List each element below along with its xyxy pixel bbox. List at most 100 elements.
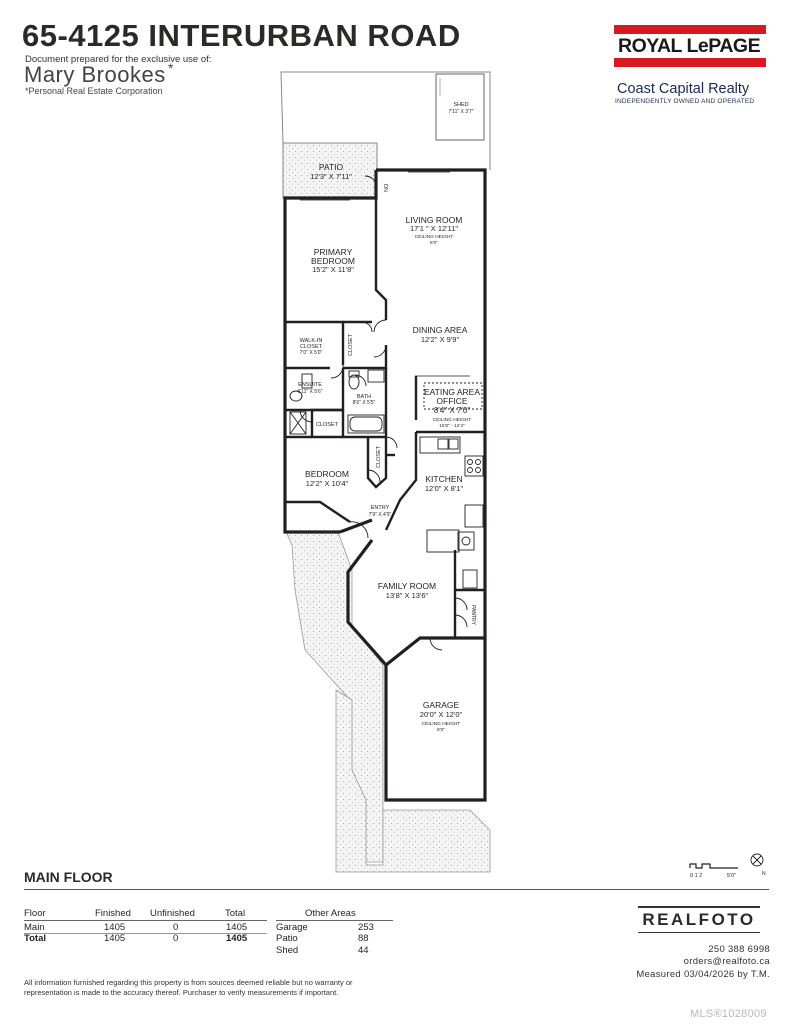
- entry-label: ENTRY: [371, 505, 390, 511]
- garage-ceiling-label: CEILING HEIGHT: [422, 721, 461, 727]
- north-label: N: [762, 871, 766, 877]
- shed-dims: 7'11" X 3'7": [448, 109, 473, 115]
- cell-total: 1405: [226, 933, 248, 944]
- eating-area-ceiling: 15'0" - 12'4": [439, 423, 465, 429]
- cell-value: 253: [358, 921, 374, 933]
- yard-outline: [280, 71, 491, 170]
- shed-outline: [435, 73, 485, 141]
- eating-area-dims: 8'4" X 7'0": [434, 406, 470, 415]
- disclaimer: All information furnished regarding this…: [24, 978, 353, 997]
- other-areas-line: [276, 920, 393, 921]
- dining-area-dims: 12'2" X 9'9": [421, 335, 460, 344]
- scale-five: 5'0": [727, 873, 736, 879]
- ensuite-dims: 6'11" X 5'6": [297, 389, 322, 395]
- cell-unfinished: 0: [173, 921, 179, 933]
- entry-dims: 7'9" X 4'9": [369, 512, 392, 518]
- interior-walls: [285, 198, 485, 638]
- north-arrow-icon: N: [750, 853, 766, 877]
- doors: [299, 175, 468, 651]
- brokerage-tagline: INDEPENDENTLY OWNED AND OPERATED: [615, 98, 755, 105]
- divider: [24, 889, 769, 890]
- side-walkway: [285, 531, 384, 863]
- property-address: 65-4125 INTERURBAN ROAD: [22, 18, 461, 53]
- other-areas-title: Other Areas: [305, 908, 356, 919]
- header-finished: Finished: [95, 908, 131, 919]
- patio-label: PATIO: [319, 162, 344, 172]
- eating-area-label-1: EATING AREA: [424, 387, 480, 397]
- walk-in-dims: 7'0" X 5'0": [300, 350, 323, 356]
- closet-primary-label: CLOSET: [348, 333, 354, 356]
- patio-dims: 12'3" X 7'11": [310, 172, 352, 181]
- logo-red-bar-top: [614, 25, 766, 34]
- walk-in-label-2: CLOSET: [300, 344, 323, 350]
- cell-finished: 1405: [104, 921, 126, 933]
- logo-word: ROYAL LePAGE: [618, 35, 761, 57]
- area-table-line: [24, 933, 267, 934]
- living-room-ceiling: 8'0": [430, 240, 438, 246]
- garage-dims: 20'0" X 12'0": [420, 710, 463, 719]
- primary-bedroom-dims: 15'2" X 11'8": [312, 265, 354, 274]
- primary-bedroom-label-1: PRIMARY: [314, 247, 353, 257]
- eating-area-ceiling-label: CEILING HEIGHT: [433, 417, 472, 423]
- living-room-dims: 17'1 " X 12'11": [410, 224, 458, 233]
- room-labels: SHED 7'11" X 3'7" PATIO 12'3" X 7'11" DN…: [297, 102, 480, 733]
- bath-label: BATH: [357, 394, 371, 400]
- client-star: *: [168, 60, 174, 76]
- bedroom-dims: 12'2" X 10'4": [306, 479, 349, 488]
- cell-finished: 1405: [104, 933, 126, 944]
- kitchen-label: KITCHEN: [425, 474, 462, 484]
- brokerage-office: Coast Capital Realty: [617, 81, 750, 97]
- dn-label: DN: [382, 184, 388, 192]
- closet-hall-label: CLOSET: [376, 445, 382, 468]
- scale-bar: 0 1 2 5'0": [689, 863, 738, 879]
- realfoto-logo: REALFOTO: [638, 906, 760, 933]
- cell-value: 44: [358, 944, 369, 956]
- dining-area-label: DINING AREA: [413, 325, 468, 335]
- walk-in-label-1: WALK-IN: [300, 338, 323, 344]
- ensuite-label: ENSUITE: [298, 382, 322, 388]
- measured-note: Measured 03/04/2026 by T.M.: [636, 969, 770, 980]
- realfoto-line-top: [638, 906, 760, 908]
- other-areas-row: Shed 44: [276, 945, 396, 957]
- realfoto-word: REALFOTO: [642, 909, 756, 929]
- area-table: Floor Finished Unfinished Total Main 140…: [24, 908, 269, 945]
- living-room-label: LIVING ROOM: [406, 215, 463, 225]
- fixtures: [289, 369, 484, 589]
- bedroom-label: BEDROOM: [305, 469, 349, 479]
- cell-value: 88: [358, 933, 369, 944]
- kitchen-dims: 12'0" X 8'1": [425, 484, 464, 493]
- scale-ticks: 0 1 2: [690, 873, 702, 879]
- family-room-dims: 13'8" X 13'6": [386, 591, 429, 600]
- header-total: Total: [225, 908, 246, 919]
- cell-floor: Total: [24, 933, 46, 944]
- cell-name: Garage: [276, 921, 308, 933]
- other-areas-table: Other Areas Garage 253 Patio 88 Shed 44: [276, 908, 396, 956]
- area-table-row-total: Total 1405 0 1405: [24, 933, 269, 945]
- floor-title: MAIN FLOOR: [24, 869, 113, 885]
- other-areas-row: Patio 88: [276, 933, 396, 945]
- windows: [300, 168, 470, 377]
- area-table-header: Floor Finished Unfinished Total: [24, 908, 269, 920]
- exterior-walls: [283, 168, 487, 802]
- bath-dims: 8'6" X 5'5": [353, 400, 376, 406]
- prepared-for-line: Document prepared for the exclusive use …: [25, 54, 212, 65]
- cell-name: Patio: [276, 933, 298, 944]
- eating-area-label-2: OFFICE: [436, 396, 467, 406]
- cell-total: 1405: [226, 921, 248, 933]
- header-unfinished: Unfinished: [150, 908, 195, 919]
- royal-lepage-logo: ROYAL LePAGE: [614, 25, 766, 67]
- shed-label: SHED: [453, 102, 468, 108]
- other-areas-header: Other Areas: [276, 908, 396, 920]
- client-note: *Personal Real Estate Corporation: [25, 86, 163, 96]
- family-room-label: FAMILY ROOM: [378, 581, 436, 591]
- cell-floor: Main: [24, 921, 45, 933]
- area-table-line: [24, 920, 267, 921]
- client-name: Mary Brookes: [24, 62, 166, 87]
- pantry-label: PANTRY: [470, 605, 476, 625]
- header-floor: Floor: [24, 908, 46, 919]
- logo-red-bar-bottom: [614, 58, 766, 67]
- garage-label: GARAGE: [423, 700, 460, 710]
- area-table-row: Main 1405 0 1405: [24, 922, 269, 934]
- closet-bath-label: CLOSET: [316, 422, 339, 428]
